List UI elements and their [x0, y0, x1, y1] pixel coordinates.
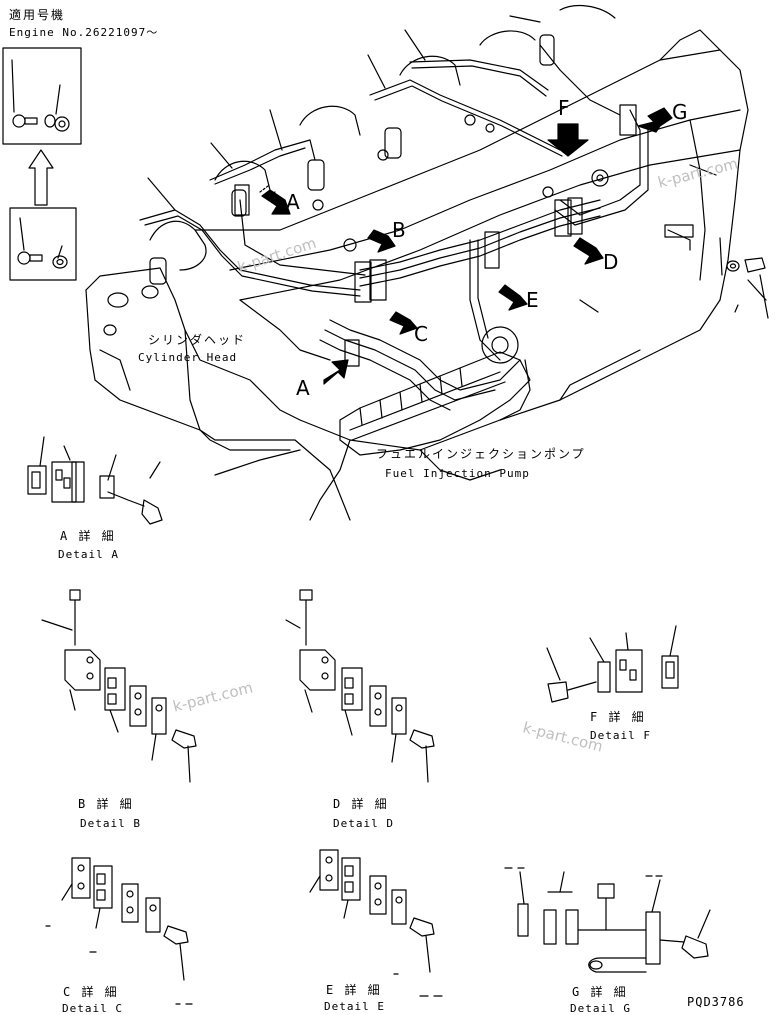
detail-g-title-jp: G 詳 細 [572, 985, 628, 999]
callout-g: G [672, 100, 689, 124]
cylinder-head-label-en: Cylinder Head [138, 351, 238, 364]
pump-label-jp: フュエルインジェクションポンプ [376, 447, 586, 461]
detail-a-drawing [28, 437, 162, 524]
callout-c: C [414, 322, 429, 346]
injection-pump [340, 327, 530, 455]
detail-c-drawing [62, 858, 188, 980]
line-clamps [235, 105, 693, 366]
cylinder-head-label-jp: シリンダヘッド [148, 333, 247, 347]
detail-e-title-en: Detail E [324, 1000, 385, 1013]
detail-d-drawing [286, 590, 434, 782]
detail-d-title-en: Detail D [333, 817, 394, 830]
detail-f-title-en: Detail F [590, 729, 651, 742]
detail-c-title-jp: C 詳 細 [63, 985, 119, 999]
detail-g-drawing [518, 872, 710, 972]
callout-arrows [260, 108, 672, 384]
engine-block [86, 6, 748, 520]
detail-e-title-jp: E 詳 細 [326, 983, 382, 997]
serial-label-jp: 適用号機 [9, 8, 66, 22]
inset-old-parts [10, 208, 76, 280]
upgrade-arrow [29, 150, 53, 205]
inset-new-parts [3, 48, 81, 144]
callout-b: B [392, 218, 407, 242]
detail-a-title-jp: A 詳 細 [60, 529, 116, 543]
callout-d: D [603, 250, 620, 274]
serial-label-en: Engine No.26221097～ [9, 26, 159, 39]
leader-lines [148, 16, 768, 318]
detail-b-drawing [42, 590, 196, 782]
detail-c-title-en: Detail C [62, 1002, 123, 1015]
callout-a-upper: A [286, 190, 301, 214]
detail-b-title-jp: B 詳 細 [78, 797, 134, 811]
pump-label-en: Fuel Injection Pump [385, 467, 530, 480]
drawing-number: PQD3786 [687, 995, 745, 1009]
detail-b-title-en: Detail B [80, 817, 141, 830]
bolt-and-washer-right [727, 258, 766, 300]
detail-g-title-en: Detail G [570, 1002, 631, 1015]
detail-e-drawing [310, 850, 434, 972]
detail-d-title-jp: D 詳 細 [333, 797, 389, 811]
callout-a-lower: A [296, 376, 311, 400]
detail-f-title-jp: F 詳 細 [590, 710, 646, 724]
callout-e: E [526, 288, 540, 312]
detail-a-title-en: Detail A [58, 548, 119, 561]
callout-f: F [558, 96, 571, 120]
detail-f-drawing [547, 626, 678, 702]
dash-marks [46, 868, 662, 1004]
injector-nozzles [150, 35, 554, 284]
